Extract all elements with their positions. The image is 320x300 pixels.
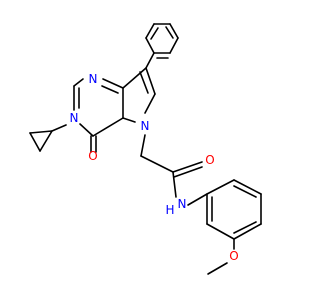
- bond: [92, 117, 124, 137]
- bond: [206, 223, 235, 240]
- ring-nitrogen-label: N: [70, 111, 79, 125]
- carbonyl-oxygen-label: O: [88, 149, 97, 163]
- bond: [150, 27, 159, 40]
- bond: [233, 179, 262, 195]
- bond: [145, 37, 155, 54]
- bond: [207, 262, 228, 275]
- bond: [51, 124, 67, 132]
- atom-label-group: N N N O O N H O: [70, 72, 239, 263]
- bond: [39, 130, 53, 152]
- amide-nitrogen-label: N: [178, 197, 187, 211]
- amide-hydrogen-label: H: [165, 203, 174, 217]
- bond: [144, 93, 156, 114]
- ring-nitrogen-label: N: [89, 72, 98, 86]
- bond: [101, 85, 119, 94]
- pyrrole-nitrogen-label: N: [141, 119, 150, 133]
- molecule-structure: N N N O O N H O: [0, 0, 300, 300]
- bond: [29, 130, 53, 134]
- bond: [73, 78, 84, 87]
- bond: [122, 117, 136, 123]
- bond: [140, 155, 174, 173]
- canvas-background: [0, 0, 300, 300]
- bond: [139, 71, 149, 94]
- bond: [165, 26, 174, 39]
- bond-group: [29, 23, 262, 275]
- bond: [102, 78, 124, 89]
- bond: [145, 23, 155, 39]
- bond: [173, 166, 203, 178]
- amide-oxygen-label: O: [205, 153, 214, 167]
- bond: [29, 132, 41, 152]
- bond: [169, 37, 179, 54]
- bond: [206, 179, 235, 195]
- bond: [233, 185, 257, 198]
- bond: [122, 67, 147, 89]
- methoxy-oxygen-label: O: [229, 249, 238, 263]
- bond: [233, 221, 257, 234]
- bond: [79, 123, 94, 137]
- bond: [140, 134, 146, 157]
- bond: [233, 223, 262, 240]
- bond: [145, 52, 155, 69]
- bond: [187, 193, 208, 206]
- bond: [169, 23, 179, 39]
- bond: [145, 67, 156, 95]
- bond: [172, 161, 203, 173]
- bond: [172, 171, 177, 198]
